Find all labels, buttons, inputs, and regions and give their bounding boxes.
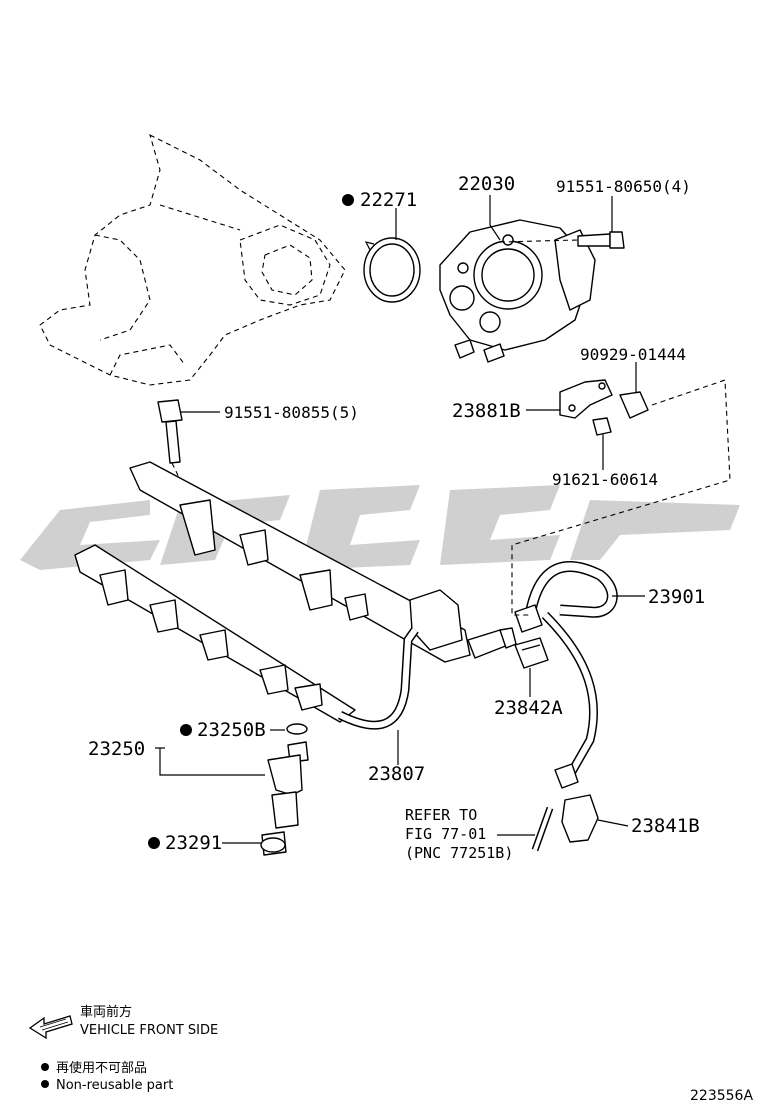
bolt-91551-80650 <box>499 231 625 249</box>
legend-front-cn: 車両前方 <box>80 1004 132 1020</box>
label-91551-80650: 91551-80650(4) <box>556 177 691 196</box>
label-23291: 23291 <box>165 832 222 854</box>
label-23250B: 23250B <box>197 719 266 741</box>
reference-line-1: REFER TO <box>405 806 477 824</box>
legend: 車両前方 VEHICLE FRONT SIDE 再使用不可部品 Non-reus… <box>28 1004 218 1093</box>
label-23842A: 23842A <box>494 697 563 719</box>
reference-line-2: FIG 77-01 <box>405 825 486 843</box>
bracket-23881B <box>559 379 613 419</box>
label-23881B: 23881B <box>452 400 521 422</box>
leader-lines <box>155 195 645 844</box>
fuel-rail-upper <box>129 461 517 663</box>
fuel-rail-lower <box>74 544 356 723</box>
label-91621-60614: 91621-60614 <box>552 470 658 489</box>
watermark <box>20 485 740 570</box>
label-23841B: 23841B <box>631 815 700 837</box>
reference-line-3: (PNC 77251B) <box>405 844 513 862</box>
part-labels: 22271 22030 91551-80650(4) 91551-80855(5… <box>88 173 705 854</box>
dashed-callout <box>511 379 731 616</box>
label-23250: 23250 <box>88 738 145 760</box>
diagram-id: 223556A <box>690 1088 753 1104</box>
filled-dot-icon <box>41 1063 49 1071</box>
reference-note: REFER TO FIG 77-01 (PNC 77251B) <box>405 806 513 862</box>
non-reusable-dot-icon <box>342 194 354 206</box>
legend-nonreuse-en: Non-reusable part <box>56 1078 173 1093</box>
bolt-91551-80855 <box>157 399 191 501</box>
filled-dot-icon <box>41 1080 49 1088</box>
label-91551-80855: 91551-80855(5) <box>224 403 359 422</box>
label-90929-01444: 90929-01444 <box>580 345 686 364</box>
label-22271: 22271 <box>360 189 417 211</box>
intake-manifold <box>39 133 346 386</box>
gasket-22271 <box>363 237 421 303</box>
label-22030: 22030 <box>458 173 515 195</box>
bolt-91621-60614 <box>592 417 612 436</box>
non-reusable-dot-icon <box>180 724 192 736</box>
label-23807: 23807 <box>368 763 425 785</box>
fuel-tube-23807 <box>337 627 419 730</box>
legend-nonreuse-cn: 再使用不可部品 <box>56 1060 147 1076</box>
legend-front-en: VEHICLE FRONT SIDE <box>80 1023 218 1038</box>
label-23901: 23901 <box>648 586 705 608</box>
fuel-hose-23901 <box>514 561 618 789</box>
arrow-left-icon <box>28 1015 73 1040</box>
clip-23842A <box>514 637 549 669</box>
throttle-body-22030 <box>439 219 596 363</box>
non-reusable-dot-icon <box>148 837 160 849</box>
clamp-90929-01444 <box>619 391 649 419</box>
connector-23841B <box>531 794 599 852</box>
injector-23250 <box>260 723 309 856</box>
